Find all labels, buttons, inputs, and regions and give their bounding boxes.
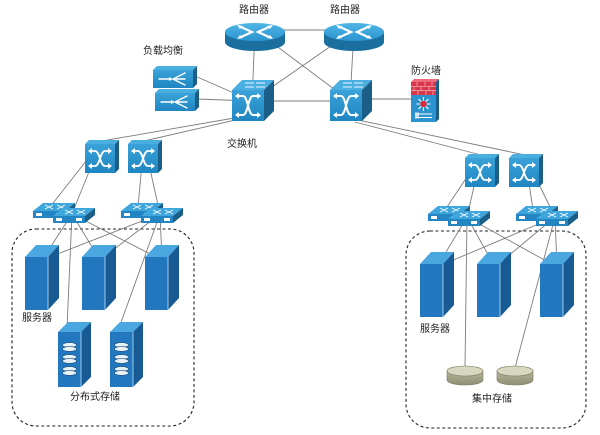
load-balancer-label: 负载均衡 (143, 44, 183, 57)
disk-storage-icon[interactable] (446, 365, 484, 386)
firewall-icon[interactable] (410, 78, 440, 123)
link-core-switch-1-agg-switch-l2 (143, 117, 245, 142)
load-balancer-icon[interactable] (154, 88, 200, 112)
switch-icon[interactable] (508, 153, 544, 188)
server-tower-icon[interactable] (24, 244, 60, 311)
firewall-label: 防火墙 (411, 64, 441, 77)
links-layer (41, 29, 558, 369)
link-core-switch-2-agg-switch-r1 (354, 121, 482, 156)
switch-icon[interactable] (464, 153, 500, 188)
link-access-switch-r4-disk-r2 (514, 216, 556, 369)
switch-icon[interactable] (84, 139, 120, 174)
server-tower-icon[interactable] (419, 251, 455, 318)
server-tower-icon[interactable] (81, 244, 117, 311)
core-switch-icon[interactable] (329, 79, 373, 122)
left-cluster-zone (11, 228, 195, 427)
servers-left-label: 服务器 (22, 311, 52, 324)
link-access-switch-l2-server-l3 (71, 213, 163, 261)
router-1-label: 路由器 (239, 3, 269, 16)
server-tower-icon[interactable] (539, 251, 575, 318)
router-2-label: 路由器 (330, 3, 360, 16)
link-access-switch-r2-disk-r1 (464, 216, 468, 369)
core-switch-icon[interactable] (231, 79, 275, 122)
link-core-switch-2-agg-switch-r2 (357, 119, 526, 156)
router-icon[interactable] (223, 21, 287, 53)
link-access-switch-r2-server-r3 (466, 216, 558, 268)
link-access-switch-l4-server-l1 (41, 213, 161, 261)
server-tower-icon[interactable] (144, 244, 180, 311)
right-cluster-zone (405, 230, 587, 429)
router-icon[interactable] (322, 21, 386, 53)
server-tower-icon[interactable] (476, 251, 512, 318)
disk-storage-icon[interactable] (496, 365, 534, 386)
switch-icon[interactable] (127, 139, 163, 174)
storage-tower-icon[interactable] (109, 321, 144, 388)
core-switch-label: 交换机 (227, 137, 257, 150)
load-balancer-icon[interactable] (152, 65, 198, 89)
centralized-storage-label: 集中存储 (472, 392, 512, 405)
link-access-switch-l4-storage-l2 (118, 213, 161, 329)
servers-right-label: 服务器 (420, 322, 450, 335)
link-access-switch-l2-storage-l1 (66, 213, 73, 329)
distributed-storage-label: 分布式存储 (70, 390, 120, 403)
storage-tower-icon[interactable] (57, 321, 92, 388)
link-access-switch-r4-server-r1 (436, 216, 556, 268)
link-core-switch-1-agg-switch-l1 (101, 116, 241, 142)
